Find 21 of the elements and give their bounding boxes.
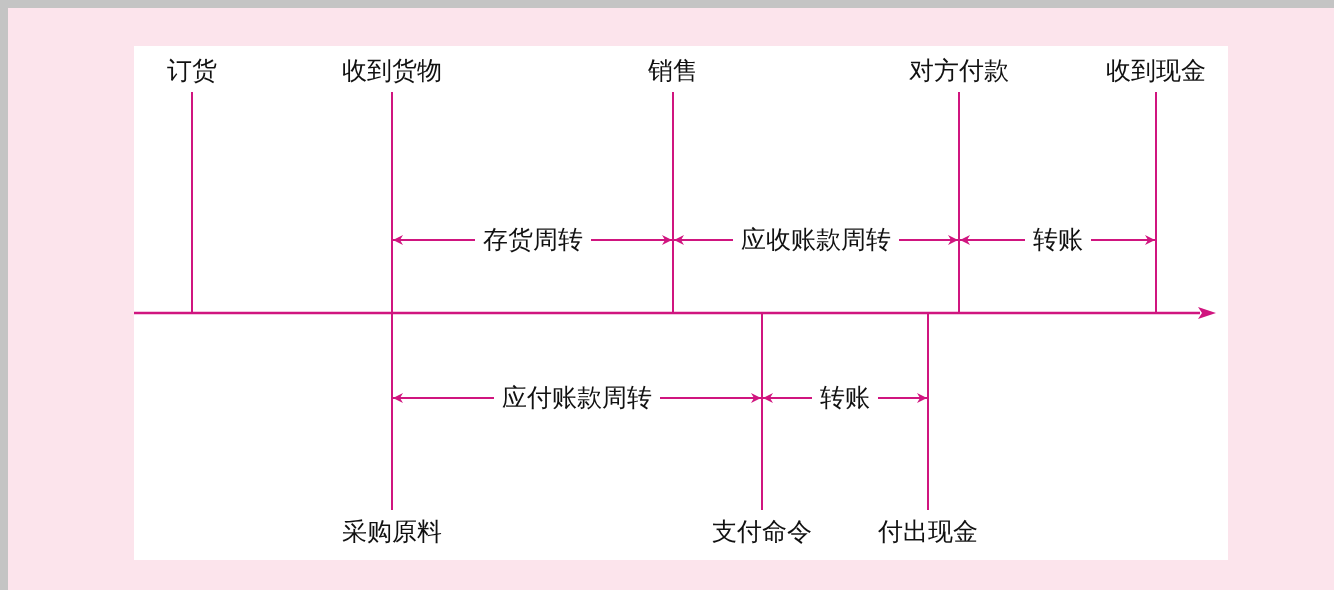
edge-label: 转账 — [1024, 225, 1091, 255]
event-label: 订货 — [167, 56, 217, 86]
event-line — [391, 92, 393, 313]
event-line — [1155, 92, 1157, 313]
event-line — [927, 313, 929, 510]
event-line — [761, 313, 763, 510]
event-label: 收到现金 — [1106, 56, 1206, 86]
event-line — [191, 92, 193, 313]
event-line — [958, 92, 960, 313]
event-line — [391, 313, 393, 510]
event-label: 销售 — [648, 56, 698, 86]
event-line — [672, 92, 674, 313]
event-label: 采购原料 — [342, 517, 442, 547]
edge-label: 转账 — [812, 383, 878, 413]
event-label: 支付命令 — [712, 517, 812, 547]
edge-label: 应付账款周转 — [494, 383, 660, 413]
event-label: 付出现金 — [878, 517, 978, 547]
edge-label: 存货周转 — [474, 225, 591, 255]
event-label: 收到货物 — [342, 56, 442, 86]
edge-label: 应收账款周转 — [733, 225, 899, 255]
event-label: 对方付款 — [909, 56, 1009, 86]
